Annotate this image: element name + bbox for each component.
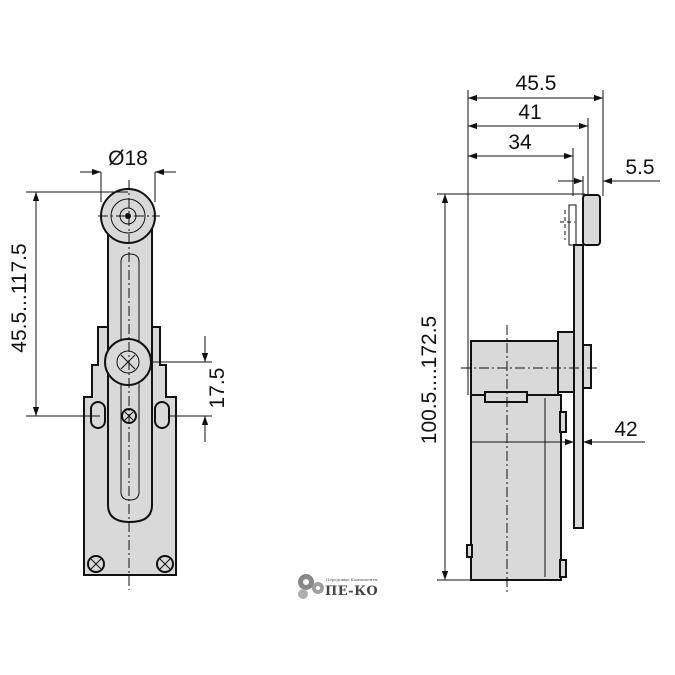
dim-total-height: 100.5....172.5 (418, 316, 441, 444)
screw-bottom-left-icon (90, 558, 102, 570)
side-housing (470, 394, 562, 581)
mount-slot-right (154, 401, 170, 429)
side-view (461, 194, 601, 592)
dim-roller-width: 5.5 (625, 156, 654, 179)
front-view (83, 180, 177, 590)
pivot-screw-icon (120, 354, 136, 370)
dim-arm-offset: 42 (614, 418, 637, 441)
dim-roller-diameter: Ø18 (108, 147, 148, 170)
side-foot (559, 559, 567, 578)
screw-bottom-right-icon (159, 558, 171, 570)
dim-depth-short: 34 (508, 131, 532, 154)
side-head (470, 340, 559, 396)
side-lever (573, 244, 584, 529)
logo-name: ПЕ-КО (325, 584, 378, 599)
mount-slot-left (90, 401, 106, 429)
front-dimensions: Ø18 45.5...117.5 17.5 (8, 147, 229, 442)
side-stud (559, 411, 567, 433)
side-nub (466, 544, 473, 558)
company-logo: Передовые Компоненты ПЕ-КО (298, 574, 378, 599)
dim-mount-offset: 17.5 (206, 368, 229, 409)
pivot-screw-head (116, 350, 140, 374)
head-neck (484, 391, 528, 403)
logo-tagline: Передовые Компоненты (326, 577, 378, 582)
lever-slot (120, 253, 140, 501)
dim-depth-mid: 41 (518, 101, 541, 124)
dim-lever-length: 45.5...117.5 (8, 243, 31, 352)
side-roller (582, 194, 601, 246)
side-dimensions: 45.5 41 34 5.5 100.5....172.5 42 (418, 72, 660, 581)
dim-depth-overall: 45.5 (516, 72, 557, 95)
side-roller-hub (568, 204, 577, 246)
gear-icon (298, 574, 324, 599)
